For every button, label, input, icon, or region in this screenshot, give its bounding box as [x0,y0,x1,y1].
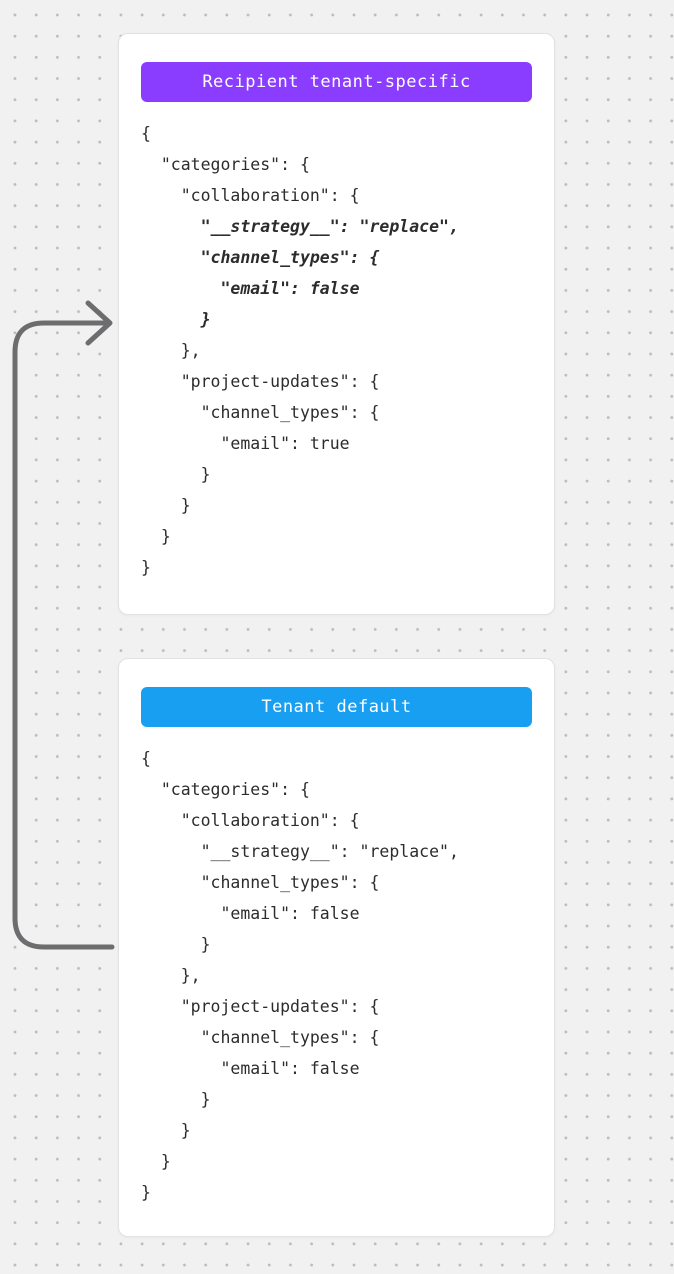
code-line: "channel_types": { [141,248,380,267]
code-line: "__strategy__": "replace", [141,842,459,861]
code-line: "channel_types": { [141,403,380,422]
code-line: "email": false [141,279,360,298]
code-line: } [141,527,171,546]
code-line: } [141,1152,171,1171]
code-line: "channel_types": { [141,873,380,892]
code-line: } [141,935,211,954]
badge-tenant-default: Tenant default [141,687,532,727]
code-line: } [141,1090,211,1109]
card-tenant-default: Tenant default { "categories": { "collab… [118,658,555,1237]
code-line: } [141,1183,151,1202]
code-line: "project-updates": { [141,372,380,391]
code-line: } [141,1121,191,1140]
badge-recipient-tenant-specific: Recipient tenant-specific [141,62,532,102]
code-line: } [141,465,211,484]
code-line: } [141,558,151,577]
code-line: { [141,124,151,143]
badge-label: Recipient tenant-specific [202,72,471,92]
json-code-recipient-tenant-specific: { "categories": { "collaboration": { "__… [141,118,532,583]
code-line: "email": false [141,1059,360,1078]
code-line: }, [141,966,201,985]
arrow-head [85,300,113,346]
badge-label: Tenant default [261,697,412,717]
code-line: } [141,496,191,515]
card-recipient-tenant-specific: Recipient tenant-specific { "categories"… [118,33,555,615]
code-line: "categories": { [141,155,310,174]
code-line: "collaboration": { [141,811,360,830]
arrow-path [12,320,115,950]
code-line: "__strategy__": "replace", [141,217,459,236]
code-line: "project-updates": { [141,997,380,1016]
code-line: "email": true [141,434,350,453]
code-line: "email": false [141,904,360,923]
code-line: "channel_types": { [141,1028,380,1047]
code-line: { [141,749,151,768]
code-line: }, [141,341,201,360]
code-line: "collaboration": { [141,186,360,205]
code-line: "categories": { [141,780,310,799]
code-line: } [141,310,211,329]
json-code-tenant-default: { "categories": { "collaboration": { "__… [141,743,532,1208]
arrow-stroke-group [12,300,115,950]
